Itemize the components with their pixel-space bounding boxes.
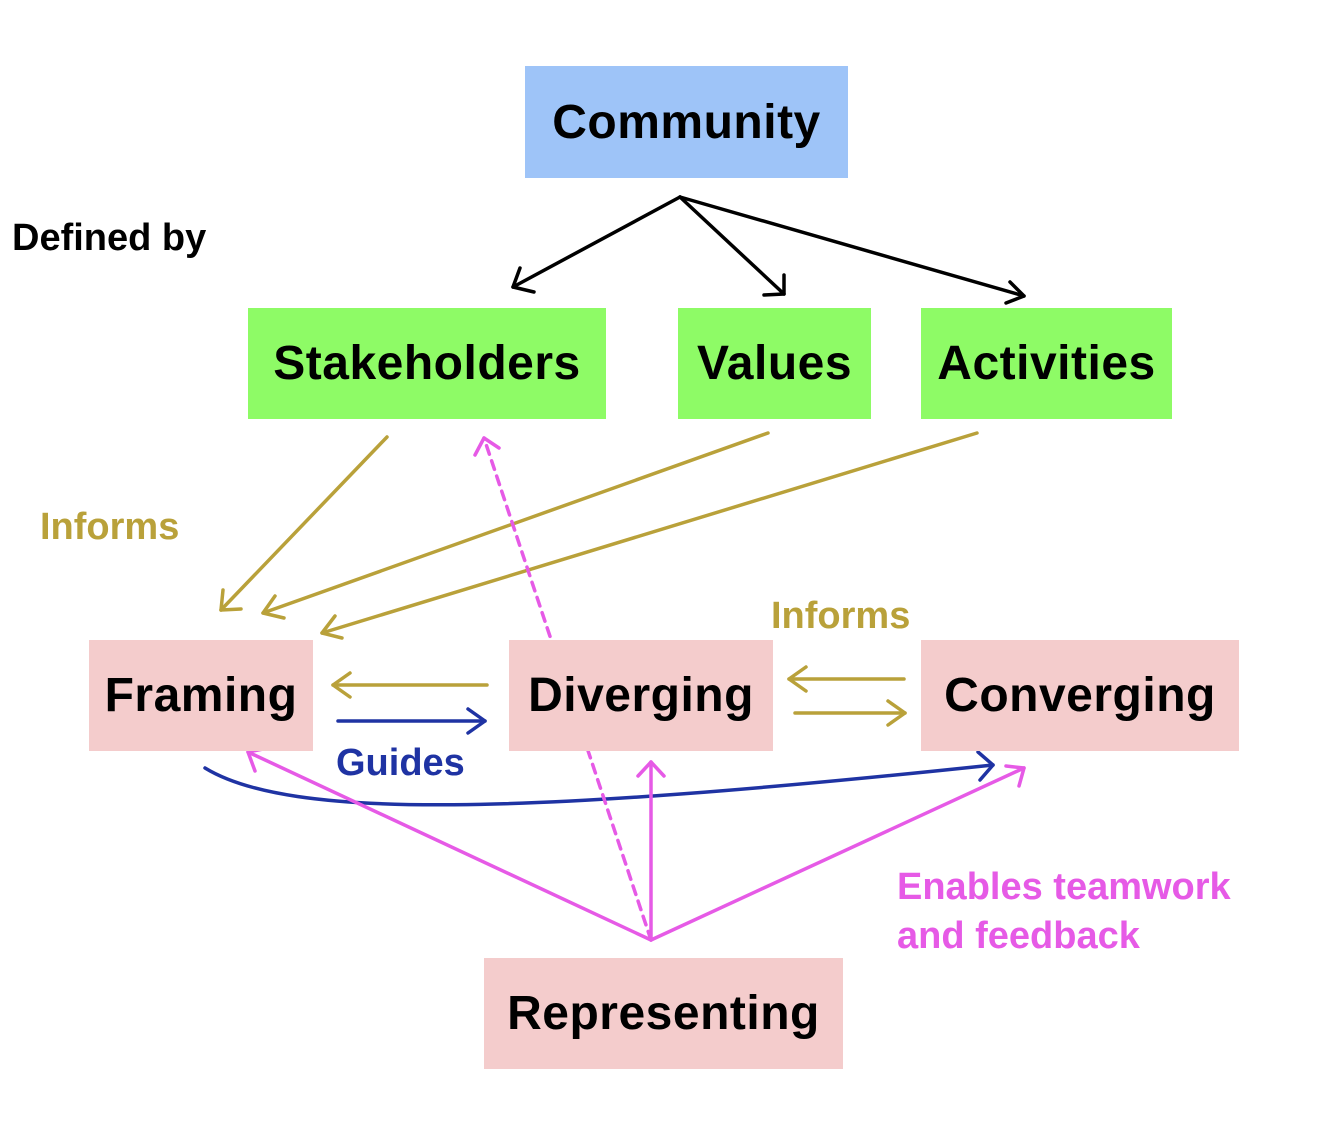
- guides-arrows: [203, 707, 995, 807]
- arrowhead-values: [762, 273, 786, 297]
- arrowhead-framing-4: [331, 671, 352, 699]
- arrow-community-to-stakeholders: [511, 195, 682, 289]
- arrow-community-to-values: [678, 195, 786, 296]
- arrowhead-guides-converging: [976, 750, 995, 782]
- node-stakeholders: Stakeholders: [248, 308, 606, 419]
- arrow-representing-to-framing: [246, 750, 653, 942]
- label-informs-right: Informs: [771, 595, 911, 637]
- arrow-activities-to-framing: [320, 431, 979, 635]
- arrowhead-enables-stakeholders: [473, 436, 501, 457]
- arrowhead-activities: [1004, 280, 1026, 305]
- arrowhead-enables-diverging: [636, 760, 666, 778]
- node-diverging: Diverging: [509, 640, 773, 751]
- arrowhead-converging: [886, 699, 907, 727]
- arrowhead-enables-converging: [1004, 764, 1026, 788]
- label-guides: Guides: [336, 742, 465, 784]
- arrowhead-framing-3: [320, 614, 344, 640]
- node-values: Values: [678, 308, 871, 419]
- node-community: Community: [525, 66, 848, 178]
- arrowhead-diverging: [787, 665, 808, 693]
- node-activities: Activities: [921, 308, 1172, 419]
- arrow-stakeholders-to-framing: [219, 435, 389, 612]
- arrow-community-to-activities: [678, 195, 1026, 298]
- node-framing: Framing: [89, 640, 313, 751]
- label-enables-line2: and feedback: [897, 915, 1140, 957]
- arrowhead-framing-1: [219, 588, 243, 612]
- arrow-values-to-framing: [261, 431, 770, 615]
- arrow-framing-to-converging: [203, 763, 995, 807]
- arrowhead-framing-2: [261, 594, 286, 620]
- arrowhead-stakeholders: [511, 266, 536, 294]
- node-representing: Representing: [484, 958, 843, 1069]
- arrowhead-guides-diverging: [466, 707, 487, 735]
- defined-by-arrows: [511, 195, 1026, 305]
- label-enables-line1: Enables teamwork: [897, 866, 1231, 908]
- informs-arrows: [219, 431, 979, 727]
- arrow-representing-to-converging: [649, 766, 1026, 942]
- label-informs-left: Informs: [40, 506, 180, 548]
- node-converging: Converging: [921, 640, 1239, 751]
- label-defined-by: Defined by: [12, 217, 207, 259]
